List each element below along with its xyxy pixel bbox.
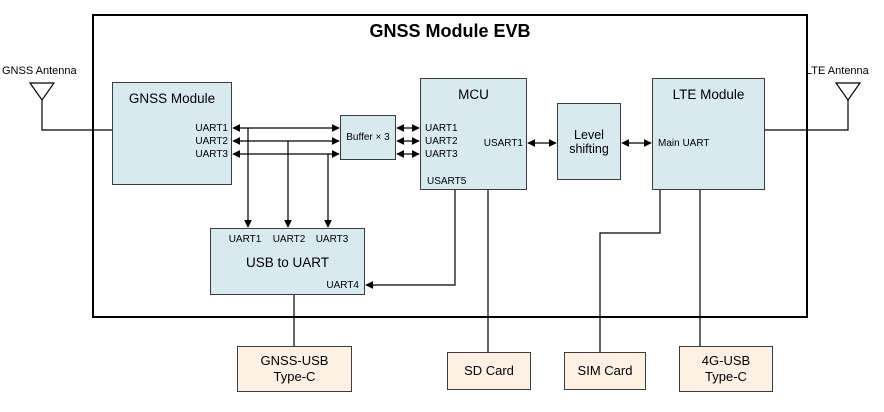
usb-to-uart-port-uart3: UART3 xyxy=(315,234,349,245)
mcu-port-uart1: UART1 xyxy=(425,123,458,134)
gnss-antenna-icon xyxy=(28,82,56,102)
sim-card-label: SIM Card xyxy=(577,362,633,378)
gnss-usb-type-c-label: GNSS-USB Type-C xyxy=(260,352,329,384)
sd-card-label: SD Card xyxy=(464,362,514,378)
mcu-title: MCU xyxy=(458,87,489,102)
gnss-module-port-uart2: UART2 xyxy=(195,136,228,147)
usb-to-uart-port-uart4: UART4 xyxy=(326,280,359,291)
buffer-label: Buffer × 3 xyxy=(346,132,390,143)
lte-module-block: LTE Module Main UART xyxy=(652,78,765,190)
level-shifting-block: Level shifting xyxy=(557,103,621,180)
mcu-port-uart3: UART3 xyxy=(425,149,458,160)
gnss-module-port-uart3: UART3 xyxy=(195,149,228,160)
mcu-block: MCU UART1 UART2 UART3 USART1 USART5 xyxy=(420,78,527,190)
mcu-port-uart2: UART2 xyxy=(425,136,458,147)
gnss-module-title: GNSS Module xyxy=(128,91,216,106)
lte-antenna-icon xyxy=(834,82,862,102)
gnss-module-port-uart1: UART1 xyxy=(195,123,228,134)
diagram-title: GNSS Module EVB xyxy=(369,21,531,41)
gnss-module-block: GNSS Module UART1 UART2 UART3 xyxy=(112,82,232,185)
lte-antenna-label: LTE Antenna xyxy=(806,65,869,77)
buffer-block: Buffer × 3 xyxy=(340,115,396,160)
usb-to-uart-block: UART1 UART2 UART3 USB to UART UART4 xyxy=(210,228,365,295)
usb-to-uart-port-uart2: UART2 xyxy=(272,234,306,245)
lte-usb-type-c-label: 4G-USB Type-C xyxy=(701,352,751,384)
mcu-port-usart5: USART5 xyxy=(427,176,467,187)
gnss-antenna-label: GNSS Antenna xyxy=(2,65,77,77)
lte-module-port-main-uart: Main UART xyxy=(658,138,710,149)
lte-module-title: LTE Module xyxy=(672,87,745,102)
usb-to-uart-title: USB to UART xyxy=(245,255,330,270)
mcu-port-usart1: USART1 xyxy=(483,138,523,149)
level-shifting-label: Level shifting xyxy=(569,127,609,156)
gnss-usb-type-c-box: GNSS-USB Type-C xyxy=(237,346,352,392)
sd-card-box: SD Card xyxy=(447,352,531,390)
lte-usb-type-c-box: 4G-USB Type-C xyxy=(679,346,773,392)
usb-to-uart-port-uart1: UART1 xyxy=(228,234,262,245)
sim-card-box: SIM Card xyxy=(564,352,646,390)
